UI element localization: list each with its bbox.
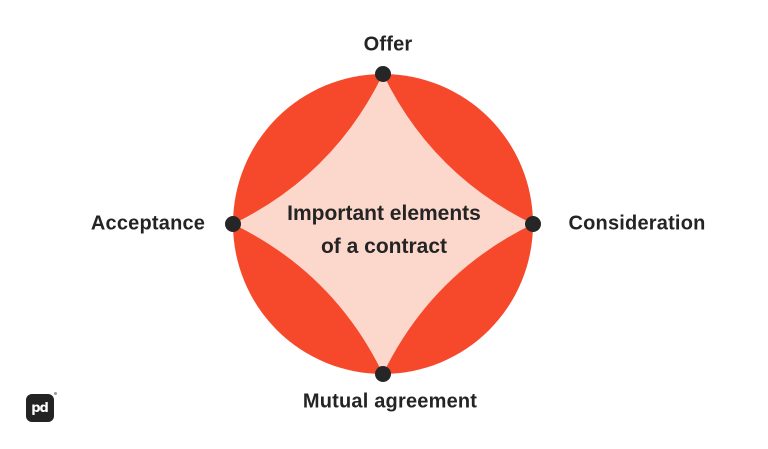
center-title-line1: Important elements	[287, 202, 481, 225]
node-label-mutual-agreement: Mutual agreement	[302, 390, 478, 413]
pandadoc-logo-monogram: pd	[31, 400, 49, 416]
diagram-center-title: Important elements of a contract	[287, 197, 481, 263]
node-label-consideration: Consideration	[568, 212, 706, 235]
node-dot-bottom	[375, 366, 391, 382]
node-label-offer: Offer	[363, 33, 413, 56]
node-dot-right	[525, 216, 541, 232]
node-dot-left	[225, 216, 241, 232]
pandadoc-logo: pd	[26, 392, 57, 422]
node-label-acceptance: Acceptance	[90, 212, 206, 235]
inner-diamond-shape	[233, 74, 533, 374]
center-title-line2: of a contract	[320, 235, 448, 258]
node-dot-top	[375, 66, 391, 82]
registered-mark-icon	[54, 392, 57, 395]
